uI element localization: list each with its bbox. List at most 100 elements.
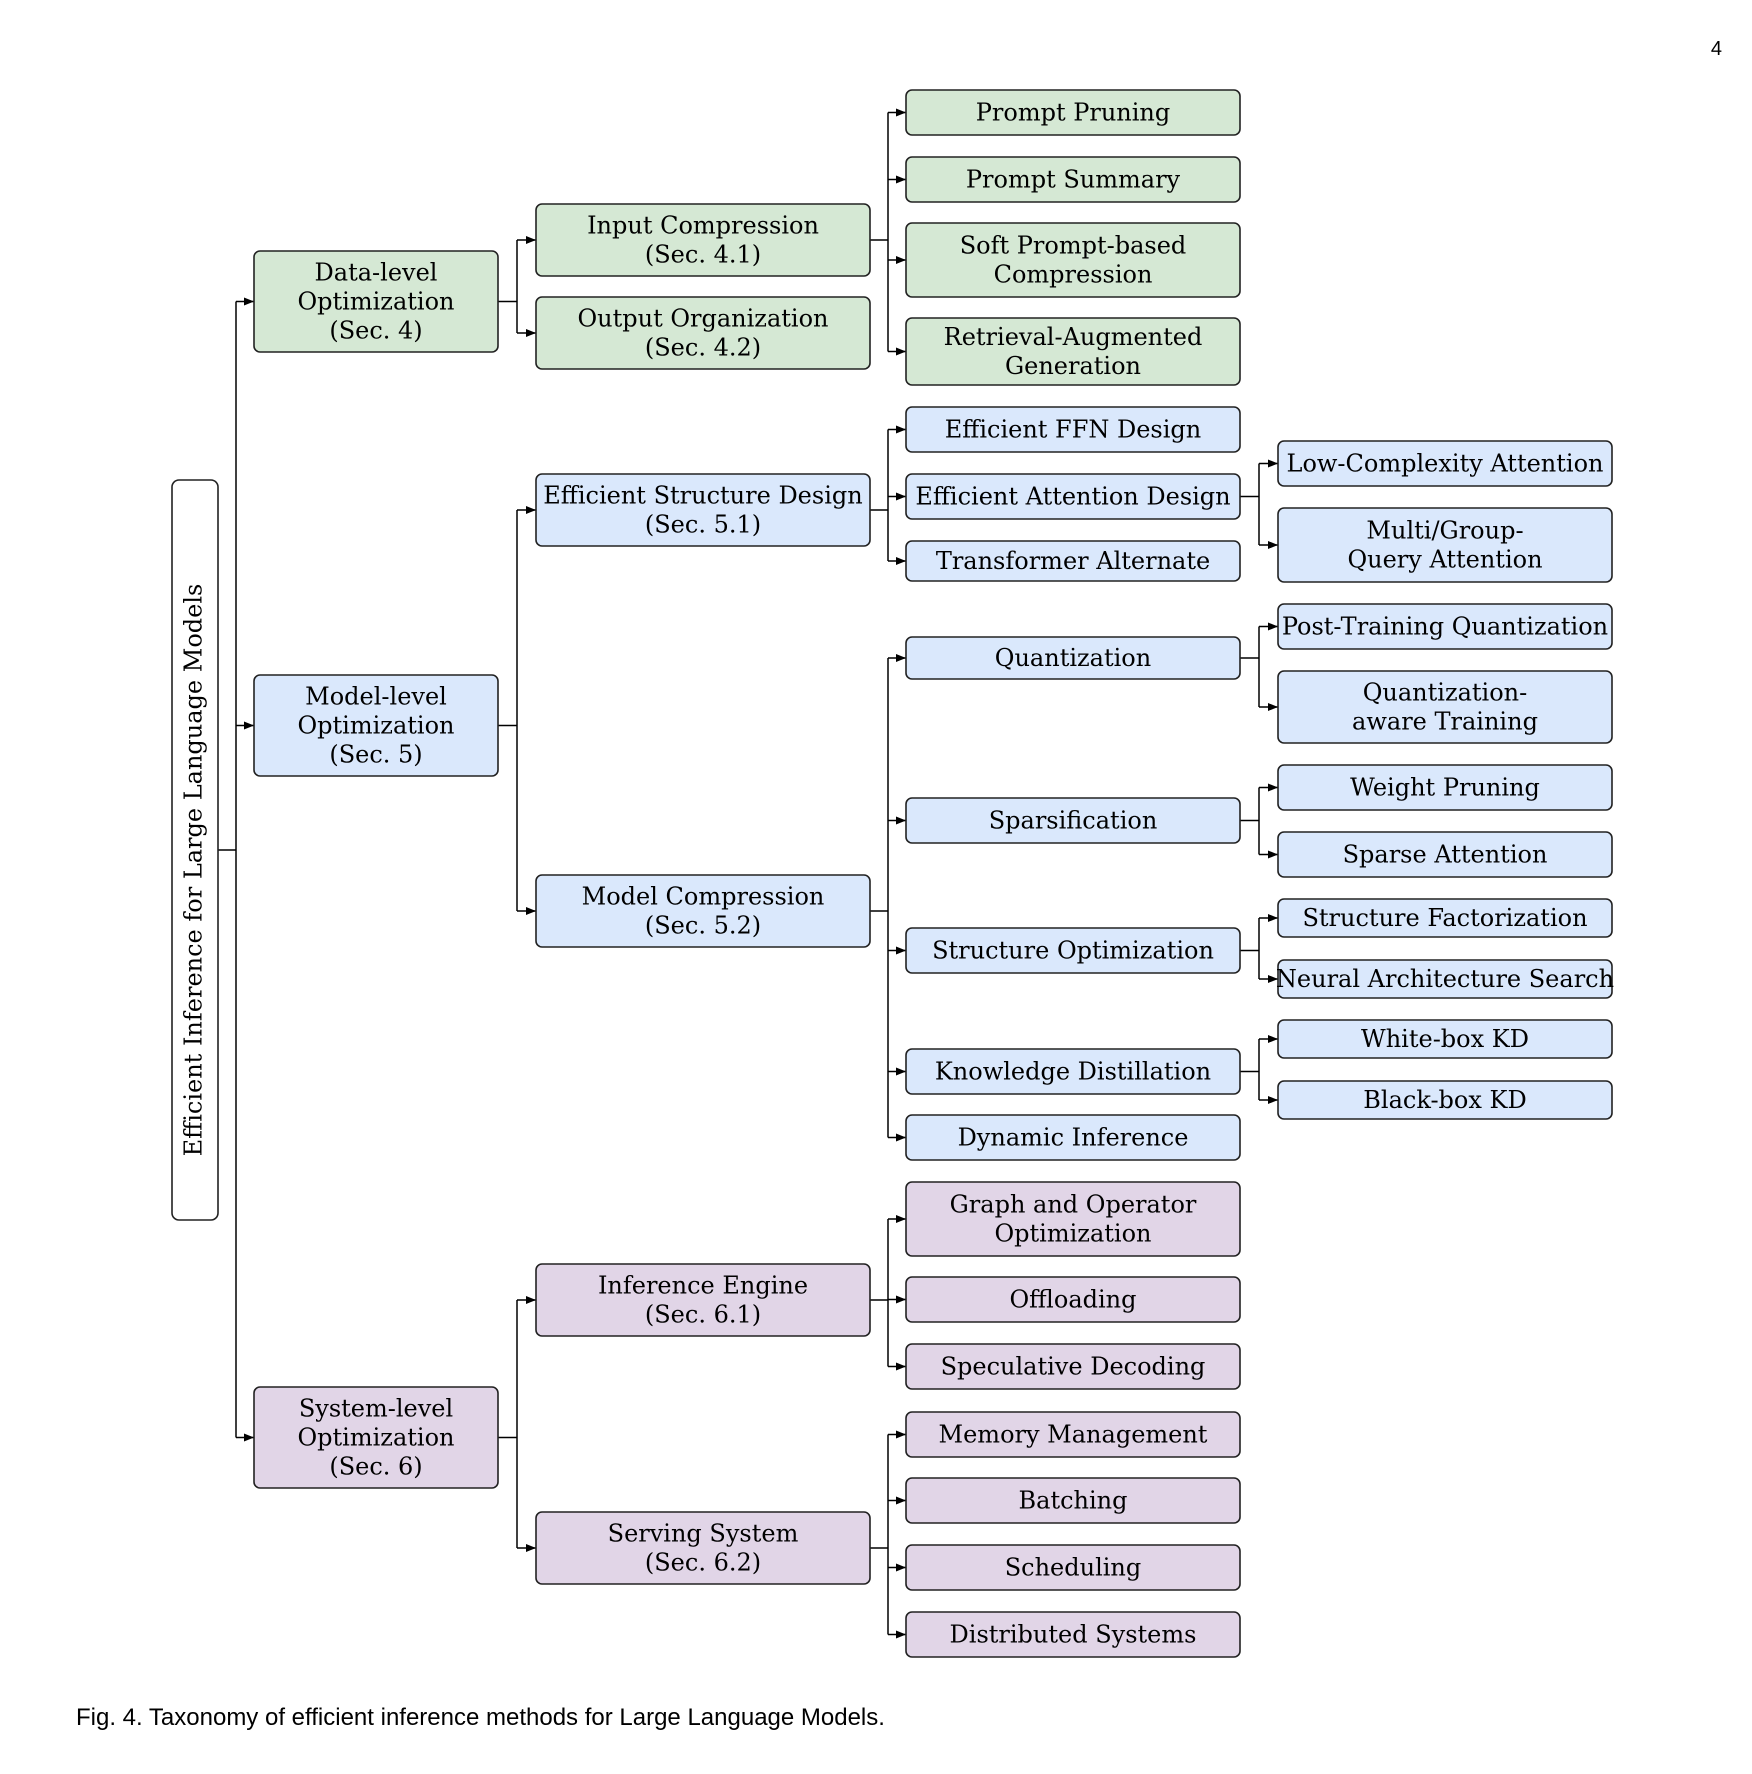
node-dynamic: Dynamic Inference xyxy=(905,1114,1241,1161)
node-prompt-pruning: Prompt Pruning xyxy=(905,89,1241,136)
node-label-line: Quantization- xyxy=(1363,679,1528,707)
node-label-line: Structure Factorization xyxy=(1302,904,1587,932)
node-label-line: Post-Training Quantization xyxy=(1282,613,1608,641)
node-blackbox: Black-box KD xyxy=(1277,1080,1613,1120)
node-box xyxy=(905,1477,1241,1524)
node-structure: Efficient Structure Design(Sec. 5.1) xyxy=(535,473,871,547)
node-box xyxy=(905,1343,1241,1390)
node-input: Input Compression(Sec. 4.1) xyxy=(535,203,871,277)
node-box xyxy=(535,473,871,547)
node-structure-opt: Structure Optimization xyxy=(905,927,1241,974)
node-box xyxy=(535,203,871,277)
node-label-line: (Sec. 5.1) xyxy=(645,511,761,539)
node-label-line: Compression xyxy=(994,261,1153,289)
node-output: Output Organization(Sec. 4.2) xyxy=(535,296,871,370)
node-label-line: Output Organization xyxy=(577,305,828,333)
node-box xyxy=(905,1611,1241,1658)
node-label-line: Black-box KD xyxy=(1363,1086,1526,1114)
node-label-line: (Sec. 6) xyxy=(329,1453,422,1481)
node-ptq: Post-Training Quantization xyxy=(1277,603,1613,650)
node-label-line: Optimization xyxy=(298,288,455,316)
node-nas: Neural Architecture Search xyxy=(1276,959,1614,999)
node-label-line: (Sec. 5) xyxy=(329,741,422,769)
node-scheduling: Scheduling xyxy=(905,1544,1241,1591)
node-label-line: Efficient FFN Design xyxy=(945,416,1202,444)
node-factorization: Structure Factorization xyxy=(1277,898,1613,938)
node-kd: Knowledge Distillation xyxy=(905,1048,1241,1095)
node-box xyxy=(905,317,1241,386)
node-label-line: Query Attention xyxy=(1347,546,1542,574)
node-box xyxy=(1277,898,1613,938)
node-box xyxy=(1277,670,1613,744)
node-box xyxy=(905,540,1241,582)
node-label-line: Memory Management xyxy=(939,1421,1208,1449)
node-label-line: Offloading xyxy=(1009,1286,1136,1314)
node-box xyxy=(1277,507,1613,583)
node-whitebox: White-box KD xyxy=(1277,1019,1613,1059)
node-sparsification: Sparsification xyxy=(905,797,1241,844)
node-box xyxy=(535,1263,871,1337)
node-label-line: Input Compression xyxy=(587,212,819,240)
node-label-line: Sparse Attention xyxy=(1343,841,1548,869)
node-serving: Serving System(Sec. 6.2) xyxy=(535,1511,871,1585)
node-label-line: White-box KD xyxy=(1361,1025,1529,1053)
node-batching: Batching xyxy=(905,1477,1241,1524)
node-label-line: (Sec. 6.2) xyxy=(645,1549,761,1577)
node-label-line: Knowledge Distillation xyxy=(935,1058,1211,1086)
node-box xyxy=(905,1114,1241,1161)
node-box xyxy=(905,89,1241,136)
node-box xyxy=(1277,1080,1613,1120)
node-transformer-alt: Transformer Alternate xyxy=(905,540,1241,582)
taxonomy-diagram: Efficient Inference for Large Language M… xyxy=(171,89,1614,1658)
page-number: 4 xyxy=(1710,38,1722,60)
node-offloading: Offloading xyxy=(905,1276,1241,1323)
node-box xyxy=(535,296,871,370)
node-label-line: Graph and Operator xyxy=(950,1191,1197,1219)
node-box xyxy=(905,797,1241,844)
node-label-line: (Sec. 5.2) xyxy=(645,912,761,940)
node-box xyxy=(905,1276,1241,1323)
node-label-line: Optimization xyxy=(298,1424,455,1452)
node-weight-pruning: Weight Pruning xyxy=(1277,764,1613,811)
node-label-line: Optimization xyxy=(995,1220,1152,1248)
node-root-box xyxy=(171,479,219,1221)
node-label-line: Efficient Structure Design xyxy=(543,482,862,510)
node-label-line: (Sec. 4) xyxy=(329,317,422,345)
node-ffn: Efficient FFN Design xyxy=(905,406,1241,453)
node-qat: Quantization-aware Training xyxy=(1277,670,1613,744)
node-engine: Inference Engine(Sec. 6.1) xyxy=(535,1263,871,1337)
node-compression: Model Compression(Sec. 5.2) xyxy=(535,874,871,948)
node-box xyxy=(905,927,1241,974)
node-box xyxy=(253,674,499,777)
node-label-line: Model Compression xyxy=(582,883,825,911)
node-label-line: Distributed Systems xyxy=(950,1621,1197,1649)
node-box xyxy=(1277,603,1613,650)
node-label-line: (Sec. 4.1) xyxy=(645,241,761,269)
node-label-line: Quantization xyxy=(995,644,1151,672)
node-attention: Efficient Attention Design xyxy=(905,473,1241,520)
node-label-line: Model-level xyxy=(305,683,447,711)
node-box xyxy=(253,250,499,353)
node-label-line: Generation xyxy=(1005,352,1141,380)
node-label-line: Low-Complexity Attention xyxy=(1287,450,1604,478)
node-label-line: Speculative Decoding xyxy=(941,1353,1206,1381)
node-label-line: Batching xyxy=(1019,1487,1128,1515)
node-label-line: Data-level xyxy=(315,259,438,287)
node-label-line: Prompt Summary xyxy=(966,166,1181,194)
node-label-line: aware Training xyxy=(1352,708,1538,736)
node-box xyxy=(1277,1019,1613,1059)
node-speculative: Speculative Decoding xyxy=(905,1343,1241,1390)
node-label-line: Efficient Attention Design xyxy=(915,483,1230,511)
node-root-label: Efficient Inference for Large Language M… xyxy=(180,584,208,1157)
node-box xyxy=(1277,959,1613,999)
node-box xyxy=(535,874,871,948)
node-label-line: Multi/Group- xyxy=(1366,517,1523,545)
node-box xyxy=(1277,440,1613,487)
node-box xyxy=(1277,831,1613,878)
node-box xyxy=(1277,764,1613,811)
node-label-line: Prompt Pruning xyxy=(976,99,1171,127)
node-box xyxy=(905,1544,1241,1591)
